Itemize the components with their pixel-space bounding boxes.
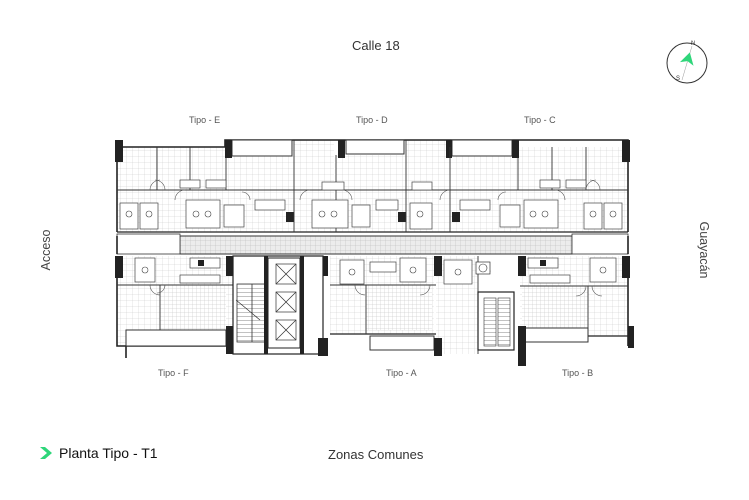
compass-south-label: S	[676, 76, 681, 82]
street-right-label: Guayacán	[697, 221, 711, 279]
unit-label-b: Tipo - B	[562, 368, 594, 378]
compass-icon	[666, 42, 708, 84]
plan-title-text: Planta Tipo - T1	[59, 445, 158, 461]
unit-label-d: Tipo - D	[356, 115, 388, 125]
street-top-label: Calle 18	[352, 38, 400, 53]
street-left-label: Acceso	[39, 229, 53, 271]
unit-label-e: Tipo - E	[189, 115, 221, 125]
compass-north-label: N	[691, 41, 696, 47]
plan-title: Planta Tipo - T1	[40, 445, 158, 461]
lower-apartments	[115, 256, 634, 366]
unit-label-a: Tipo - A	[386, 368, 417, 378]
unit-label-f: Tipo - F	[158, 368, 189, 378]
street-bottom-label: Zonas Comunes	[328, 447, 424, 462]
common-corridor	[179, 235, 573, 255]
chevron-right-icon	[40, 447, 52, 459]
compass: N S	[664, 40, 710, 86]
upper-apartments	[115, 139, 630, 233]
unit-label-c: Tipo - C	[524, 115, 556, 125]
vertical-core	[232, 255, 515, 356]
